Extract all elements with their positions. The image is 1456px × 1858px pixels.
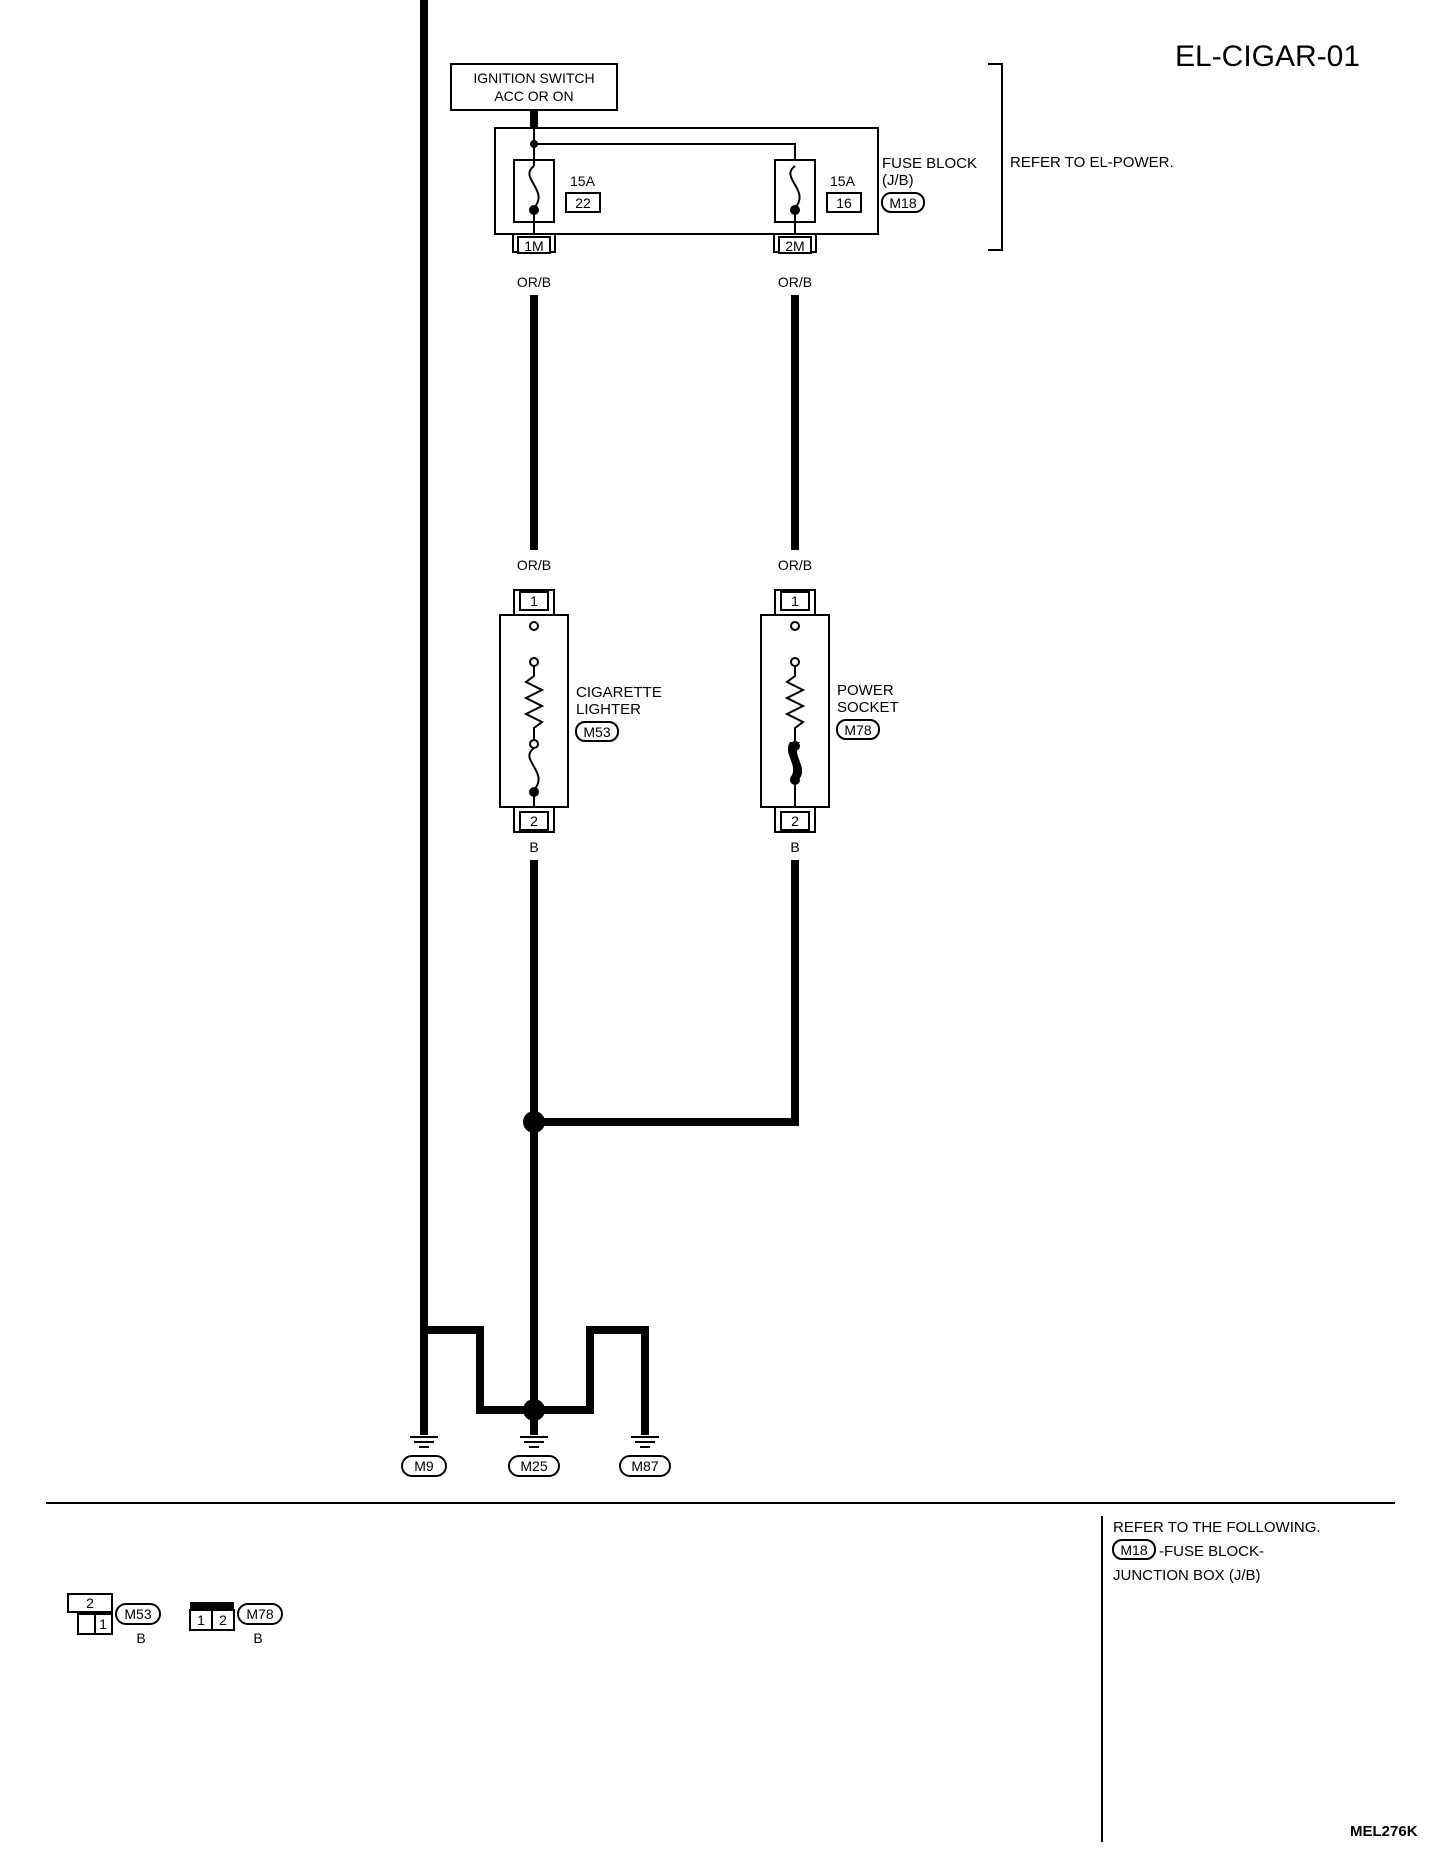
ground-icon-m9: [410, 1436, 438, 1448]
ground-icon-m25: [520, 1436, 548, 1448]
svg-text:B: B: [640, 1360, 649, 1376]
socket-pin-2: 2: [791, 813, 799, 829]
svg-text:B: B: [585, 1360, 594, 1376]
fuse-left-rating: 15A: [570, 173, 596, 189]
power-socket: 1 2: [760, 589, 830, 833]
connector-view-m53-id: M53: [124, 1606, 151, 1622]
fuse-block: 15A 22 15A 16 FUSE BLOCK (J/B) M18: [494, 127, 977, 235]
refer-following-connector: M18: [1120, 1542, 1147, 1558]
fuse-left-number: 22: [575, 195, 591, 211]
lighter-pin-1: 1: [530, 593, 538, 609]
svg-text:2M: 2M: [785, 238, 804, 254]
svg-text:B: B: [419, 1360, 428, 1376]
svg-text:2: 2: [86, 1595, 94, 1611]
fuse-16: [774, 159, 816, 234]
socket-connector: M78: [844, 722, 871, 738]
svg-text:B: B: [475, 1360, 484, 1376]
lighter-label-2: LIGHTER: [576, 701, 641, 718]
connector-view-m53-color: B: [136, 1630, 145, 1646]
page-title: EL-CIGAR-01: [1175, 40, 1360, 73]
svg-text:OR/B: OR/B: [778, 557, 812, 573]
diagram-code: MEL276K: [1350, 1823, 1418, 1840]
fuse-22: [513, 144, 555, 234]
ignition-label-1: IGNITION SWITCH: [473, 70, 594, 86]
refer-following-line1: REFER TO THE FOLLOWING.: [1113, 1519, 1321, 1536]
svg-text:1M: 1M: [524, 238, 543, 254]
fuse-block-label-1: FUSE BLOCK: [882, 155, 977, 172]
connector-view-m78: 1 2 M78 B: [189, 1602, 283, 1646]
svg-text:1: 1: [197, 1612, 205, 1628]
ignition-switch: IGNITION SWITCH ACC OR ON: [450, 63, 618, 111]
refer-following: REFER TO THE FOLLOWING. M18 -FUSE BLOCK-…: [1112, 1519, 1321, 1584]
refer-el-power: REFER TO EL-POWER.: [1010, 154, 1174, 171]
wire-b-right: [534, 860, 799, 1126]
svg-text:B: B: [790, 839, 799, 855]
wire-color-orb-1: OR/B: [517, 274, 551, 290]
refer-following-line2: -FUSE BLOCK-: [1159, 1543, 1264, 1560]
connector-view-m78-id: M78: [246, 1606, 273, 1622]
fuse-block-connector: M18: [889, 195, 916, 211]
connector-view-m78-color: B: [253, 1630, 262, 1646]
cigarette-lighter: 1 2: [499, 589, 569, 833]
socket-label-1: POWER: [837, 682, 894, 699]
fuse-right-rating: 15A: [830, 173, 856, 189]
terminal-2m: 2M: [773, 234, 817, 254]
lighter-label-1: CIGARETTE: [576, 684, 662, 701]
ground-network: B B B B B M9 M25 M87: [401, 0, 671, 1477]
power-bracket: [988, 63, 1003, 251]
svg-text:2: 2: [219, 1612, 227, 1628]
socket-pin-1: 1: [791, 593, 799, 609]
wire-color-orb-2: OR/B: [778, 274, 812, 290]
svg-text:B: B: [529, 839, 538, 855]
ground-icon-m87: [631, 1436, 659, 1448]
ignition-label-2: ACC OR ON: [494, 88, 573, 104]
lighter-pin-2: 2: [530, 813, 538, 829]
splice-point: [523, 1111, 545, 1133]
ground-m87: M87: [631, 1458, 658, 1474]
socket-label-2: SOCKET: [837, 699, 899, 716]
ground-m25: M25: [520, 1458, 547, 1474]
terminal-1m: 1M: [512, 234, 556, 254]
svg-text:OR/B: OR/B: [517, 557, 551, 573]
refer-following-line3: JUNCTION BOX (J/B): [1113, 1567, 1261, 1584]
fuse-block-label-2: (J/B): [882, 172, 914, 189]
ground-splice: [523, 1399, 545, 1421]
lighter-connector: M53: [583, 724, 610, 740]
svg-text:1: 1: [99, 1616, 107, 1632]
ground-m9: M9: [414, 1458, 434, 1474]
connector-view-m53: 2 1 M53 B: [67, 1593, 161, 1646]
svg-text:B: B: [529, 1360, 538, 1376]
fuse-right-number: 16: [836, 195, 852, 211]
